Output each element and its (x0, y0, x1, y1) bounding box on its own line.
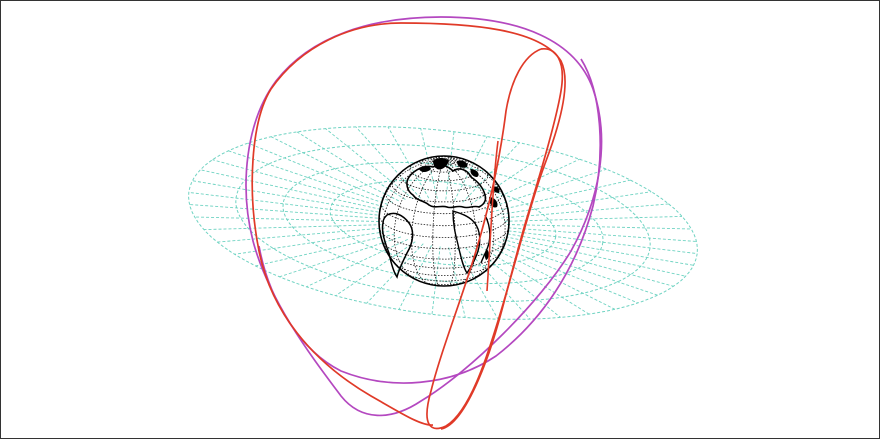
globe-meridian (411, 159, 445, 285)
orbit-red-inner (440, 48, 564, 430)
orbit-red-left (251, 88, 434, 426)
globe-parallel (399, 169, 489, 192)
globe-meridian (443, 159, 506, 268)
equatorial-spoke (203, 224, 382, 231)
equatorial-spoke (189, 204, 378, 219)
equatorial-spoke (491, 179, 631, 213)
equatorial-spoke (398, 245, 433, 310)
equatorial-spoke (498, 241, 658, 296)
equatorial-spoke (325, 128, 413, 200)
equatorial-spoke (496, 191, 652, 216)
orbit-red (270, 22, 566, 430)
equatorial-spoke (387, 126, 430, 199)
globe-meridian (382, 159, 445, 268)
equatorial-spoke (228, 150, 388, 205)
equatorial-spoke (508, 230, 698, 255)
equatorial-spoke (465, 247, 531, 320)
equatorial-spoke (306, 238, 408, 288)
globe-meridian (432, 159, 445, 287)
equatorial-ring (329, 179, 557, 267)
equatorial-spoke (420, 128, 438, 199)
equatorial-spoke (431, 246, 441, 315)
equatorial-spoke (487, 244, 616, 310)
orbit-magenta-inner (258, 58, 602, 384)
globe-parallel (378, 215, 510, 238)
equatorial-spoke (355, 126, 421, 199)
orbit-red-crossing (486, 140, 499, 292)
equatorial-spoke (194, 216, 380, 222)
equatorial-spoke (478, 158, 580, 208)
equatorial-spoke (462, 142, 520, 203)
equatorial-spoke (279, 236, 402, 278)
globe-parallel (381, 202, 507, 227)
equatorial-spoke (505, 236, 686, 277)
orbit-magenta (245, 16, 603, 417)
earth-globe (378, 155, 510, 287)
continent-outlines (381, 158, 500, 279)
globe-parallel (378, 227, 509, 250)
equatorial-spoke (445, 131, 455, 200)
equatorial-spoke (335, 241, 416, 297)
equatorial-spoke (188, 191, 378, 216)
equatorial-spoke (473, 246, 561, 318)
equatorial-spoke (484, 168, 607, 210)
equatorial-spoke (453, 136, 488, 201)
equatorial-spoke (217, 227, 385, 243)
globe-parallel (381, 240, 507, 260)
equatorial-spoke (255, 233, 395, 267)
equatorial-spoke (504, 215, 683, 222)
globe-outline (378, 155, 510, 287)
globe-meridian (443, 159, 456, 287)
equatorial-spoke (247, 142, 393, 203)
equatorial-spoke (501, 203, 669, 219)
globe-meridian (443, 159, 495, 282)
globe-meridian (443, 156, 456, 161)
globe-parallel (385, 190, 503, 215)
globe-parallel (409, 162, 479, 182)
equatorial-ring (282, 161, 604, 285)
equatorial-spoke (212, 159, 384, 208)
equatorial-spoke (456, 247, 499, 320)
equatorial-spoke (506, 224, 692, 230)
equatorial-spoke (502, 238, 674, 287)
equatorial-spoke (200, 169, 381, 210)
equatorial-spoke (270, 136, 399, 202)
equatorial-spoke (507, 233, 694, 266)
globe-parallel (386, 251, 502, 269)
equatorial-grid (188, 126, 698, 320)
equatorial-spoke (508, 227, 697, 242)
equatorial-spoke (480, 246, 590, 315)
orbit-paths (245, 16, 603, 430)
equatorial-spoke (192, 180, 379, 213)
